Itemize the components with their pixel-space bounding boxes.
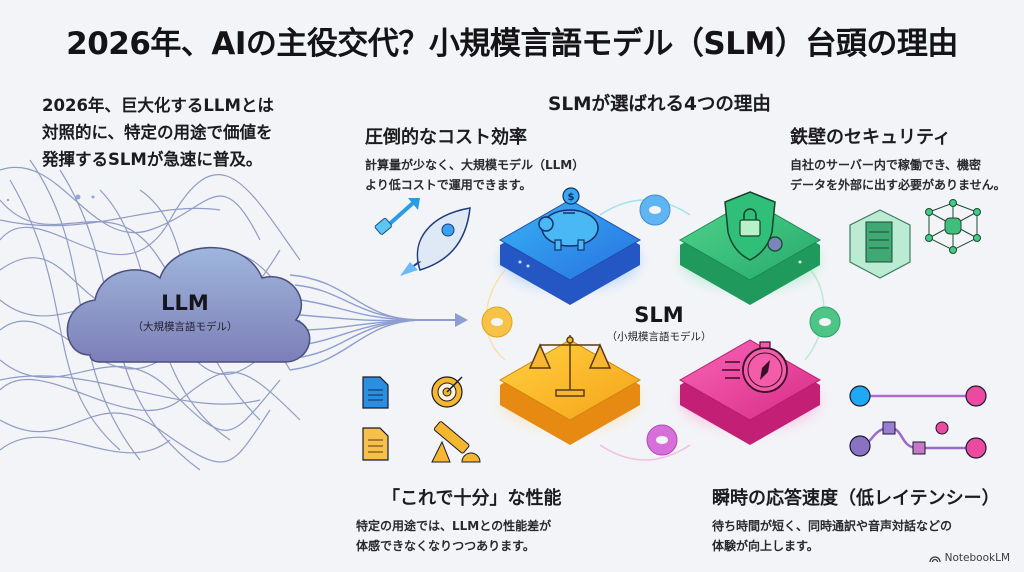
reason-card-security: 鉄壁のセキュリティ 自社のサーバー内で稼働でき、機密 データを外部に出す必要があ… [790, 123, 1006, 195]
piggy-bank-icon [538, 209, 599, 251]
document-icon [362, 376, 389, 409]
boost-arrow-icon [374, 198, 420, 235]
balance-scale-icon [528, 335, 612, 397]
card-title: 圧倒的なコスト効率 [365, 127, 527, 148]
llm-cloud-icon [66, 246, 311, 363]
card-desc-line: 体験が向上します。 [712, 539, 819, 553]
reasons-heading: SLMが選ばれる4つの理由 [548, 94, 771, 115]
notebooklm-logo-icon [928, 556, 941, 563]
intro-line: 対照的に、特定の用途で価値を [42, 123, 273, 142]
target-icon [431, 376, 463, 408]
card-title: 鉄壁のセキュリティ [790, 127, 951, 148]
reason-card-cost: 圧倒的なコスト効率 計算量が少なく、大規模モデル（LLM） より低コストで運用で… [365, 123, 584, 195]
card-description: 特定の用途では、LLMとの性能差が 体感できなくなりつつあります。 [356, 516, 561, 556]
dollar-coin-icon: $ [562, 187, 580, 205]
llm-label: LLM [161, 291, 209, 315]
card-description: 自社のサーバー内で稼働でき、機密 データを外部に出す必要がありません。 [790, 155, 1006, 195]
card-description: 待ち時間が短く、同時通訳や音声対話などの 体験が向上します。 [712, 516, 1000, 556]
gear-icon-pink [646, 424, 678, 456]
database-network-icon [925, 199, 981, 254]
document-icon-yellow [362, 427, 389, 461]
shield-lock-icon [724, 191, 783, 261]
intro-text: 2026年、巨大化するLLMとは 対照的に、特定の用途で価値を 発揮するSLMが… [42, 92, 332, 173]
card-title: 「これで十分」な性能 [382, 488, 562, 509]
connection-path-icon [849, 385, 987, 459]
telescope-icon [431, 421, 481, 463]
card-desc-line: 計算量が少なく、大規模モデル（LLM） [365, 158, 585, 172]
stopwatch-icon [722, 341, 788, 393]
server-cube-icon [849, 209, 911, 279]
svg-text:$: $ [568, 192, 575, 203]
card-description: 計算量が少なく、大規模モデル（LLM） より低コストで運用できます。 [365, 155, 584, 195]
card-desc-line: 特定の用途では、LLMとの性能差が [356, 519, 552, 533]
converging-lines [289, 274, 421, 371]
notebooklm-watermark: NotebookLM [928, 552, 1010, 564]
llm-sublabel: （大規模言語モデル） [133, 320, 238, 333]
slm-sublabel: （小規模言語モデル） [607, 330, 712, 343]
rocket-icon [400, 207, 471, 276]
card-desc-line: 待ち時間が短く、同時通訳や音声対話などの [712, 519, 953, 533]
reason-card-latency: 瞬時の応答速度（低レイテンシー） 待ち時間が短く、同時通訳や音声対話などの 体験… [712, 484, 1000, 556]
card-desc-line: 自社のサーバー内で稼働でき、機密 [790, 158, 982, 172]
slm-label: SLM [634, 303, 683, 327]
intro-line: 発揮するSLMが急速に普及。 [42, 150, 263, 169]
card-desc-line: より低コストで運用できます。 [365, 178, 532, 192]
reason-card-performance: 「これで十分」な性能 特定の用途では、LLMとの性能差が 体感できなくなりつつあ… [356, 484, 561, 556]
gear-icon-green [809, 306, 841, 338]
arrow-head-icon [455, 313, 468, 327]
watermark-label: NotebookLM [944, 552, 1010, 564]
gear-icon-blue [639, 194, 671, 226]
page-title: 2026年、AIの主役交代？小規模言語モデル（SLM）台頭の理由 [66, 26, 958, 62]
gear-icon-yellow [481, 306, 513, 338]
intro-line: 2026年、巨大化するLLMとは [42, 96, 274, 115]
card-title: 瞬時の応答速度（低レイテンシー） [712, 488, 1000, 509]
card-desc-line: 体感できなくなりつつあります。 [356, 539, 535, 553]
card-desc-line: データを外部に出す必要がありません。 [790, 178, 1006, 192]
